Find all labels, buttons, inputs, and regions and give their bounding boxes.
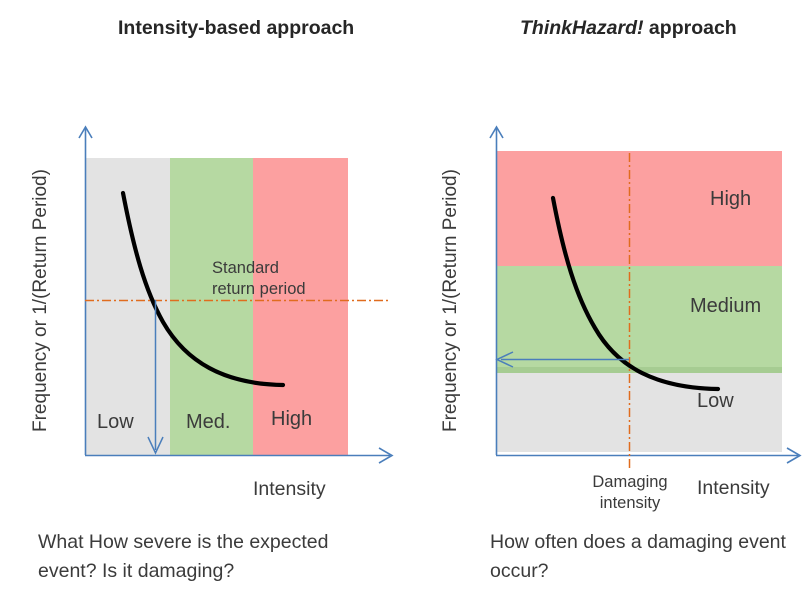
standard-return-period-label-line1: Standard bbox=[212, 259, 279, 277]
damaging-intensity-label-line2: intensity bbox=[599, 494, 661, 512]
band-high-right bbox=[497, 151, 782, 266]
standard-return-period-label: Standard return period bbox=[212, 258, 306, 300]
hazard-curve-left bbox=[120, 190, 286, 388]
panel-title-intensity-based: Intensity-based approach bbox=[118, 14, 358, 42]
panel-title-text: approach bbox=[643, 17, 737, 39]
band-low-right bbox=[497, 373, 782, 452]
damaging-intensity-label: Damaging intensity bbox=[570, 472, 690, 514]
panel-title-brand: ThinkHazard! bbox=[520, 17, 644, 39]
caption-left: What How severe is the expected event? I… bbox=[38, 531, 329, 582]
chart-intensity-based bbox=[0, 0, 405, 500]
intensity-readout-arrowhead-left bbox=[147, 436, 164, 455]
band-label-low-right: Low bbox=[697, 390, 734, 412]
band-high-left bbox=[253, 158, 348, 455]
damaging-intensity-label-line1: Damaging bbox=[592, 473, 668, 491]
x-axis-label-left: Intensity bbox=[253, 478, 326, 500]
panel-title-thinkhazard: ThinkHazard! approach bbox=[520, 14, 810, 42]
x-axis-arrowhead-right bbox=[786, 447, 802, 464]
y-axis-arrowhead-right bbox=[489, 125, 504, 139]
chart-thinkhazard bbox=[405, 0, 810, 500]
panel-intensity-based: Intensity-based approach Frequency or 1/… bbox=[0, 0, 405, 582]
frequency-readout-arrowhead-right bbox=[495, 351, 514, 368]
x-axis-label-right: Intensity bbox=[697, 477, 770, 499]
band-label-high-right: High bbox=[710, 188, 752, 210]
band-label-low-left: Low bbox=[97, 411, 134, 433]
x-axis-arrowhead-left bbox=[378, 447, 394, 464]
band-med-left bbox=[170, 158, 253, 455]
caption-right: How often does a damaging event occur? bbox=[490, 531, 786, 582]
y-axis-arrowhead-left bbox=[78, 125, 93, 139]
hazard-curve-right bbox=[550, 195, 721, 392]
band-label-high-left: High bbox=[271, 408, 313, 430]
panel-thinkhazard: ThinkHazard! approach Frequency or 1/(Re… bbox=[405, 0, 810, 614]
band-label-med-left: Med. bbox=[186, 411, 231, 433]
standard-return-period-label-line2: return period bbox=[212, 280, 306, 298]
panel-title-text: Intensity-based approach bbox=[118, 17, 355, 39]
band-label-medium-right: Medium bbox=[690, 295, 762, 317]
band-medium-right bbox=[497, 266, 782, 367]
